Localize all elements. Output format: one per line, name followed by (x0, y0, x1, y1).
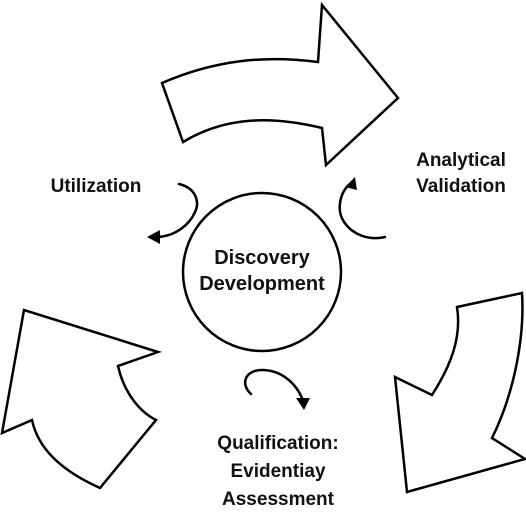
qualification-label-line2: Evidentiay (230, 461, 325, 482)
curl-arrowhead-right (345, 177, 357, 190)
curl-arrowhead-bottom (296, 398, 310, 410)
qualification-label-line3: Assessment (222, 489, 335, 510)
analytical-validation-label-line1: Analytical (416, 150, 506, 171)
discovery-development-hub (181, 191, 343, 353)
curl-arrowhead-left (147, 230, 160, 244)
left-cycle-arrow (0, 308, 162, 490)
center-label-line1: Discovery (214, 247, 310, 269)
curl-arrow-right (338, 182, 387, 240)
center-label-line2: Development (199, 273, 325, 295)
analytical-validation-label-line2: Validation (416, 176, 506, 197)
qualification-label-line1: Qualification: (217, 433, 338, 454)
right-cycle-arrow (393, 291, 526, 494)
curl-arrow-left (156, 182, 199, 239)
top-cycle-arrow (160, 1, 400, 168)
utilization-label: Utilization (51, 176, 142, 197)
curl-arrow-bottom (243, 368, 304, 400)
